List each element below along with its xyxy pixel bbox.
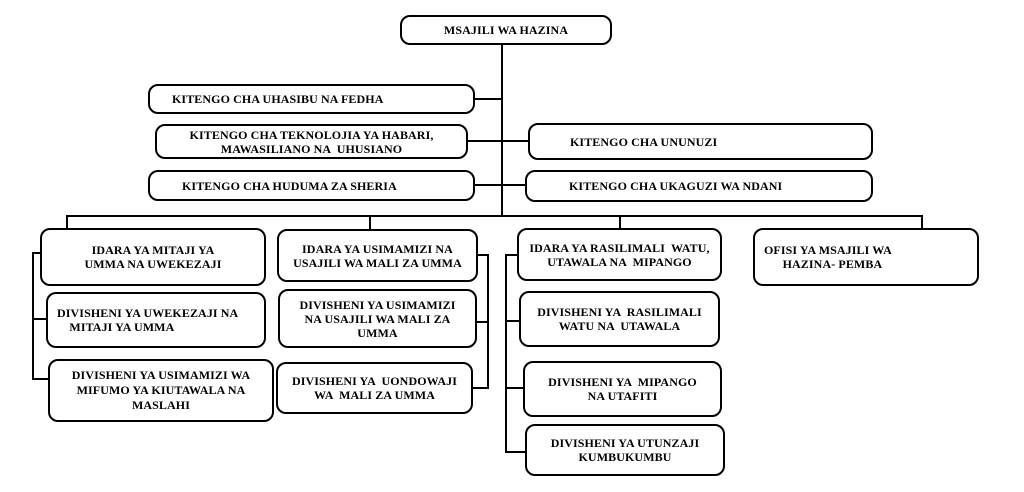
connector-branch1-stub-1 [32,252,42,254]
connector-branch2-stub-2 [476,321,489,323]
node-divisheni-uwekezaji-na-mitaji: DIVISHENI YA UWEKEZAJI NA MITAJI YA UMMA [46,292,266,348]
node-idara-usimamizi-usajili-mali: IDARA YA USIMAMIZI NA USAJILI WA MALI ZA… [277,229,478,282]
connector-branch1-spine [32,252,34,380]
connector-branch2-stub-1 [477,254,489,256]
connector-branch1-stub-3 [32,378,49,380]
node-divisheni-rasilimali-watu: DIVISHENI YA RASILIMALI WATU NA UTAWALA [519,291,720,347]
connector-stub-sheria [475,184,502,186]
node-divisheni-usimamizi-mifumo: DIVISHENI YA USIMAMIZI WA MIFUMO YA KIUT… [48,359,274,422]
connector-root-spine [501,44,503,216]
node-divisheni-mipango-na-utafiti: DIVISHENI YA MIPANGO NA UTAFITI [523,361,722,417]
node-kitengo-ukaguzi-wa-ndani: KITENGO CHA UKAGUZI WA NDANI [525,170,873,202]
node-kitengo-uhasibu-na-fedha: KITENGO CHA UHASIBU NA FEDHA [148,84,475,114]
connector-branch3-stub-4 [505,451,526,453]
connector-branch3-spine [505,254,507,453]
connector-drop-branch-2 [369,215,371,230]
connector-main-horizontal [66,215,923,217]
connector-drop-branch-1 [66,215,68,229]
node-divisheni-utunzaji-kumbukumbu: DIVISHENI YA UTUNZAJI KUMBUKUMBU [525,424,725,476]
node-idara-rasilimali-watu: IDARA YA RASILIMALI WATU, UTAWALA NA MIP… [517,228,722,281]
connector-branch3-stub-3 [505,387,524,389]
connector-branch2-stub-3 [472,387,489,389]
connector-stub-uhasibu [475,98,502,100]
connector-stub-teknolojia [468,140,502,142]
connector-stub-ununuzi [502,140,528,142]
node-msajili-wa-hazina: MSAJILI WA HAZINA [400,15,612,45]
node-divisheni-usimamizi-usajili: DIVISHENI YA USIMAMIZI NA USAJILI WA MAL… [278,289,477,348]
node-kitengo-huduma-za-sheria: KITENGO CHA HUDUMA ZA SHERIA [148,170,475,201]
node-ofisi-msajili-hazina-pemba: OFISI YA MSAJILI WA HAZINA- PEMBA [753,228,979,286]
connector-branch1-stub-2 [32,318,47,320]
connector-branch3-stub-1 [505,254,518,256]
node-idara-mitaji-ya-umma: IDARA YA MITAJI YA UMMA NA UWEKEZAJI [40,228,266,286]
connector-branch3-stub-2 [505,320,520,322]
connector-drop-branch-3 [619,215,621,229]
node-divisheni-uondowaji-mali: DIVISHENI YA UONDOWAJI WA MALI ZA UMMA [276,362,473,414]
connector-drop-branch-4 [921,215,923,229]
connector-stub-ukaguzi [502,184,525,186]
node-kitengo-teknolojia-habari: KITENGO CHA TEKNOLOJIA YA HABARI, MAWASI… [155,124,468,159]
node-kitengo-ununuzi: KITENGO CHA UNUNUZI [528,123,873,160]
